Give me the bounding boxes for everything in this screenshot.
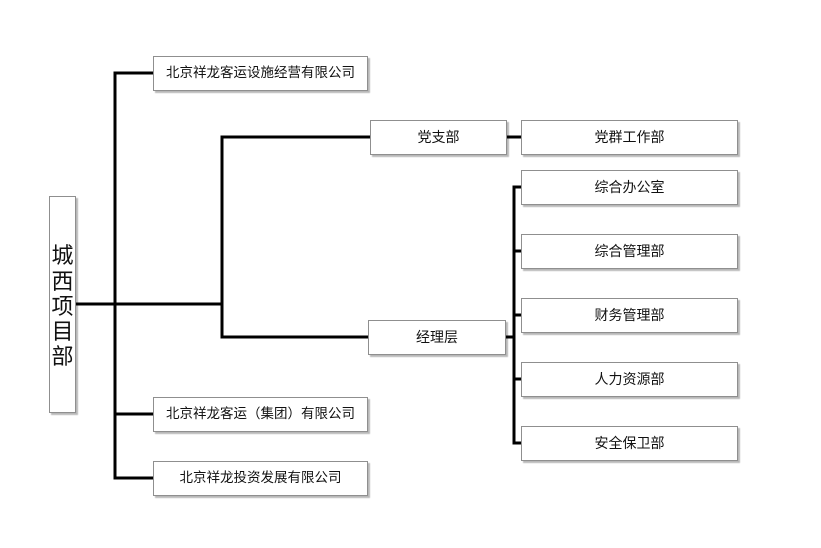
department-node-human-resources: 人力资源部 [521, 362, 738, 397]
department-label: 党群工作部 [594, 129, 665, 146]
department-label: 综合办公室 [594, 179, 665, 196]
company-label: 北京祥龙客运（集团）有限公司 [166, 405, 355, 422]
party-branch-node: 党支部 [370, 120, 507, 155]
root-node-cheng-xi-project: 城 西 项 目 部 [49, 196, 76, 413]
department-label: 财务管理部 [594, 307, 665, 324]
department-node-party-affairs: 党群工作部 [521, 120, 738, 155]
department-label: 综合管理部 [594, 243, 665, 260]
company-node-investment: 北京祥龙投资发展有限公司 [153, 461, 368, 496]
department-node-finance: 财务管理部 [521, 298, 738, 333]
root-label-char: 目 [51, 320, 74, 346]
department-label: 安全保卫部 [594, 435, 665, 452]
department-node-general-management: 综合管理部 [521, 234, 738, 269]
company-node-facilities: 北京祥龙客运设施经营有限公司 [153, 56, 368, 91]
party-branch-label: 党支部 [417, 129, 460, 146]
company-label: 北京祥龙客运设施经营有限公司 [166, 64, 355, 81]
manager-level-label: 经理层 [416, 329, 458, 346]
root-label-char: 城 [51, 244, 74, 270]
root-label-char: 部 [51, 345, 74, 371]
department-node-general-office: 综合办公室 [521, 170, 738, 205]
department-node-security: 安全保卫部 [521, 426, 738, 461]
root-label-char: 西 [51, 269, 74, 295]
department-label: 人力资源部 [594, 371, 665, 388]
root-label-char: 项 [51, 294, 74, 320]
company-node-group: 北京祥龙客运（集团）有限公司 [153, 397, 368, 432]
company-label: 北京祥龙投资发展有限公司 [179, 469, 342, 486]
manager-level-node: 经理层 [368, 320, 506, 355]
